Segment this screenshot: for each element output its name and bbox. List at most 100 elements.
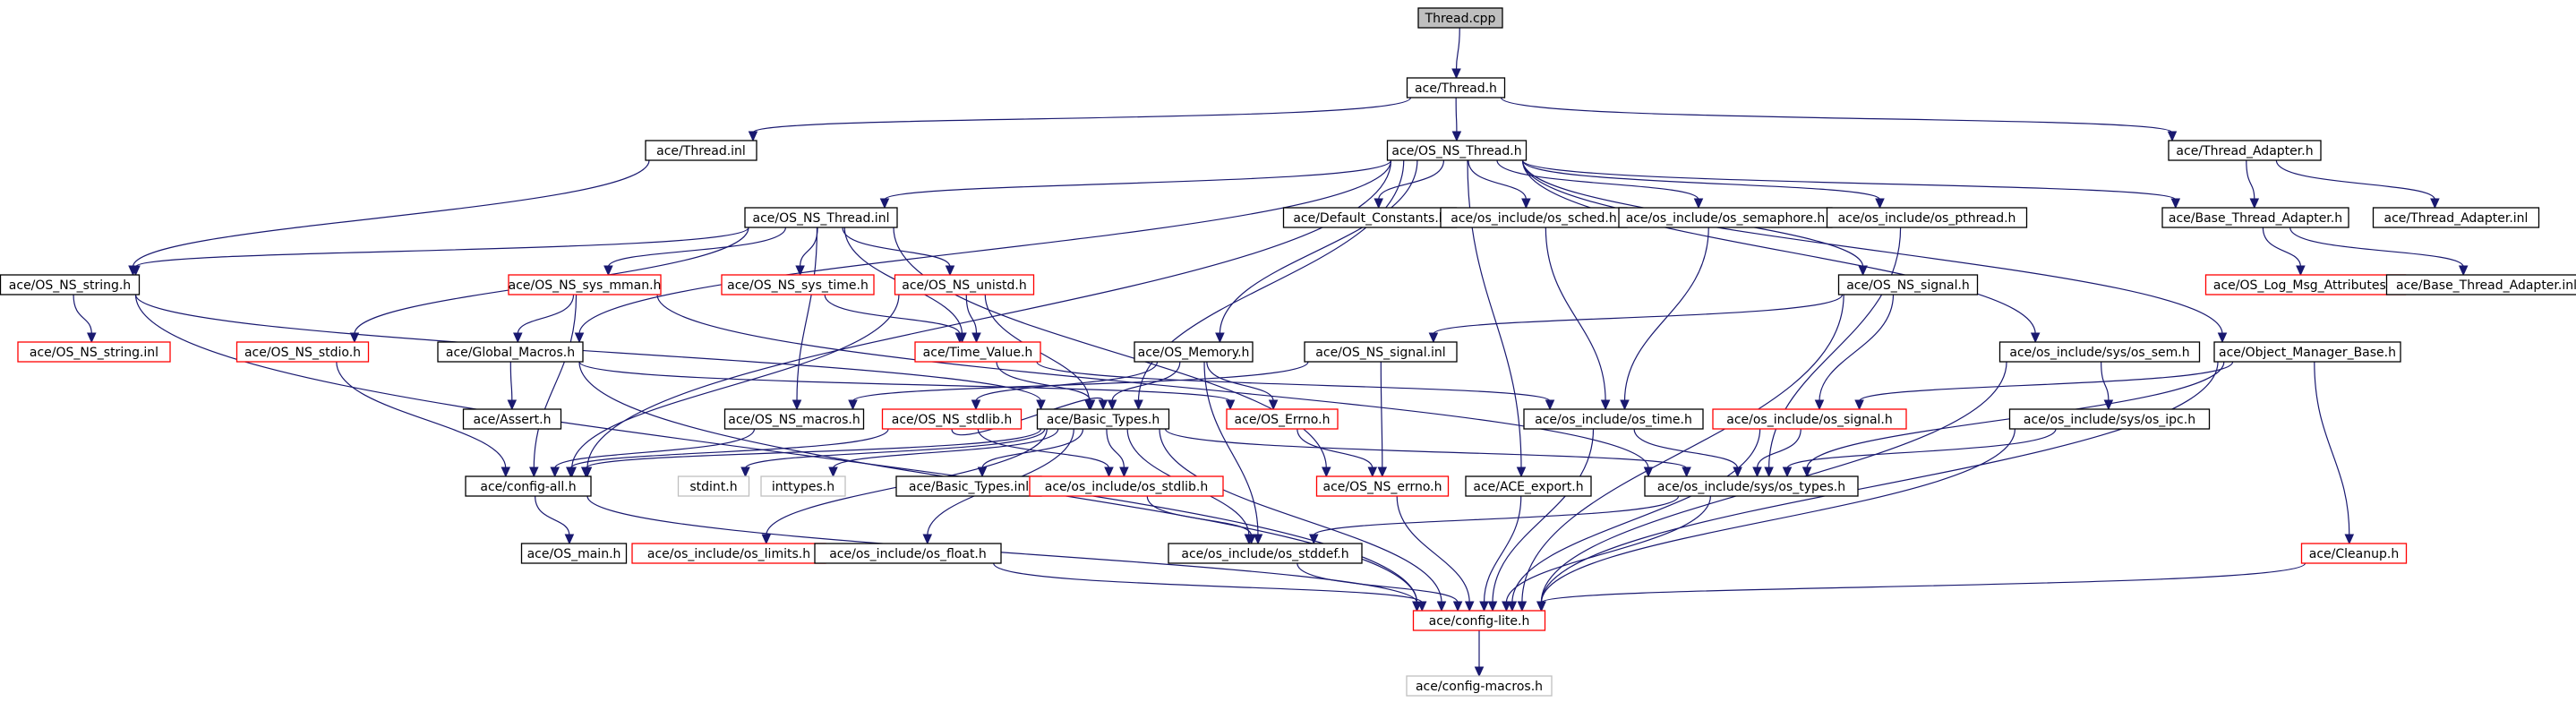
node-os-pthread-h[interactable]: ace/os_include/os_pthread.h: [1826, 207, 2028, 228]
node-os-ns-unistd-h[interactable]: ace/OS_NS_unistd.h: [894, 274, 1035, 295]
edge-arrowhead: [1801, 467, 1812, 478]
node-label: ace/os_include/os_stdlib.h: [1045, 480, 1208, 494]
node-os-limits-h[interactable]: ace/os_include/os_limits.h: [631, 543, 826, 564]
edge-arrowhead: [795, 265, 805, 277]
node-basic-types-h[interactable]: ace/Basic_Types.h: [1036, 408, 1170, 430]
node-os-signal-h[interactable]: ace/os_include/os_signal.h: [1712, 408, 1907, 430]
node-label: ace/OS_NS_sys_time.h: [727, 278, 869, 293]
node-os-sys-ipc-h[interactable]: ace/os_include/sys/os_ipc.h: [2008, 408, 2211, 430]
node-label: ace/OS_NS_stdlib.h: [892, 413, 1013, 427]
edge-line: [571, 294, 900, 469]
node-os-errno-h[interactable]: ace/OS_Errno.h: [1226, 408, 1339, 430]
edge-arrowhead: [1452, 601, 1463, 612]
edge-global-macros-h-to-os-errno-h: [578, 361, 1236, 411]
edge-os-ns-thread-h-to-os-memory-h: [1215, 159, 1418, 344]
node-os-ns-thread-h[interactable]: ace/OS_NS_Thread.h: [1386, 140, 1528, 161]
edge-line: [842, 227, 951, 268]
node-label: ace/OS_main.h: [527, 547, 621, 561]
node-os-ns-signal-h[interactable]: ace/OS_NS_signal.h: [1837, 274, 1979, 295]
node-os-memory-h[interactable]: ace/OS_Memory.h: [1134, 341, 1254, 363]
edge-os-ns-thread-h-to-os-sched-h: [1468, 159, 1531, 210]
node-base-thread-adapter-inl[interactable]: ace/Base_Thread_Adapter.inl: [2385, 274, 2576, 295]
edge-arrowhead: [1098, 399, 1108, 411]
node-box: [1417, 7, 1503, 29]
node-os-sys-sem-h[interactable]: ace/os_include/sys/os_sem.h: [1998, 341, 2201, 363]
node-os-ns-sys-mman-h[interactable]: ace/OS_NS_sys_mman.h: [508, 274, 662, 295]
node-time-value-h[interactable]: ace/Time_Value.h: [914, 341, 1041, 363]
edge-arrowhead: [1507, 601, 1518, 612]
edge-arrowhead: [2167, 131, 2178, 142]
node-basic-types-inl[interactable]: ace/Basic_Types.inl: [895, 475, 1042, 497]
edge-arrowhead: [1225, 399, 1236, 411]
node-stdint-h[interactable]: stdint.h: [677, 475, 750, 497]
node-config-lite-h[interactable]: ace/config-lite.h: [1412, 610, 1546, 631]
node-box: [914, 341, 1041, 363]
edge-arrowhead: [2103, 399, 2114, 411]
edge-line: [977, 428, 1110, 469]
node-os-semaphore-h[interactable]: ace/os_include/os_semaphore.h: [1618, 207, 1833, 228]
node-os-sys-types-h[interactable]: ace/os_include/sys/os_types.h: [1644, 475, 1859, 497]
edge-os-ns-signal-inl-to-os-ns-errno-h: [1377, 361, 1388, 478]
node-os-float-h[interactable]: ace/os_include/os_float.h: [814, 543, 1002, 564]
node-ace-export-h[interactable]: ace/ACE_export.h: [1465, 475, 1592, 497]
edge-arrowhead: [828, 467, 838, 478]
edge-os-ns-unistd-h-to-config-all-h: [567, 294, 900, 478]
node-os-stddef-h[interactable]: ace/os_include/os_stddef.h: [1168, 543, 1363, 564]
edge-arrowhead: [1119, 467, 1129, 478]
node-os-ns-stdio-h[interactable]: ace/OS_NS_stdio.h: [235, 341, 370, 363]
edge-arrowhead: [2030, 332, 2041, 344]
node-os-ns-sys-time-h[interactable]: ace/OS_NS_sys_time.h: [721, 274, 875, 295]
edge-os-ns-thread-inl-to-os-ns-macros-h: [792, 227, 818, 411]
node-os-sched-h[interactable]: ace/os_include/os_sched.h: [1440, 207, 1628, 228]
edge-arrowhead: [1502, 601, 1511, 612]
node-os-time-h[interactable]: ace/os_include/os_time.h: [1523, 408, 1704, 430]
edge-os-pthread-h-to-os-sys-types-h: [1764, 227, 1902, 478]
node-inttypes-h[interactable]: inttypes.h: [760, 475, 846, 497]
node-os-log-msg-attributes-h[interactable]: ace/OS_Log_Msg_Attributes.h: [2204, 274, 2407, 295]
node-label: ace/os_include/os_time.h: [1535, 413, 1692, 427]
node-os-ns-string-inl[interactable]: ace/OS_NS_string.inl: [17, 341, 171, 363]
node-base-thread-adapter-h[interactable]: ace/Base_Thread_Adapter.h: [2161, 207, 2349, 228]
edge-arrowhead: [1377, 467, 1388, 478]
node-config-macros-h[interactable]: ace/config-macros.h: [1406, 675, 1553, 697]
node-thread-cpp[interactable]: Thread.cpp: [1417, 7, 1503, 29]
node-os-ns-macros-h[interactable]: ace/OS_NS_macros.h: [723, 408, 865, 430]
edge-line: [1540, 361, 2219, 604]
node-box: [1226, 408, 1339, 430]
edge-line: [1496, 159, 1699, 201]
node-label: ace/Assert.h: [474, 413, 552, 427]
node-cleanup-h[interactable]: ace/Cleanup.h: [2300, 543, 2408, 564]
edge-os-errno-h-to-os-ns-errno-h: [1297, 428, 1378, 478]
node-thread-adapter-inl[interactable]: ace/Thread_Adapter.inl: [2372, 207, 2540, 228]
node-os-main-h[interactable]: ace/OS_main.h: [520, 543, 628, 564]
node-label: ace/config-lite.h: [1429, 614, 1530, 629]
edge-line: [1137, 159, 1405, 402]
node-box: [1998, 341, 2201, 363]
node-os-ns-string-h[interactable]: ace/OS_NS_string.h: [0, 274, 141, 295]
node-label: Thread.cpp: [1425, 12, 1496, 26]
node-os-ns-signal-inl[interactable]: ace/OS_NS_signal.inl: [1304, 341, 1458, 363]
node-config-all-h[interactable]: ace/config-all.h: [465, 475, 592, 497]
node-os-ns-errno-h[interactable]: ace/OS_NS_errno.h: [1315, 475, 1450, 497]
node-label: ace/Thread_Adapter.inl: [2384, 211, 2529, 226]
node-os-ns-stdlib-h[interactable]: ace/OS_NS_stdlib.h: [881, 408, 1023, 430]
edge-line: [1633, 428, 1739, 469]
node-os-ns-thread-inl[interactable]: ace/OS_NS_Thread.inl: [744, 207, 898, 228]
node-global-macros-h[interactable]: ace/Global_Macros.h: [437, 341, 584, 363]
edge-basic-types-h-to-config-all-h: [580, 428, 1042, 478]
node-thread-inl[interactable]: ace/Thread.inl: [645, 140, 757, 161]
edge-arrowhead: [1487, 601, 1498, 612]
node-object-manager-base-h[interactable]: ace/Object_Manager_Base.h: [2213, 341, 2401, 363]
node-assert-h[interactable]: ace/Assert.h: [462, 408, 562, 430]
edge-line: [336, 361, 507, 469]
node-thread-h[interactable]: ace/Thread.h: [1406, 77, 1506, 98]
edge-arrowhead: [1858, 265, 1868, 277]
edge-arrowhead: [1752, 467, 1762, 478]
edge-os-ns-stdlib-h-to-config-all-h: [566, 428, 889, 478]
node-os-stdlib-h[interactable]: ace/os_include/os_stdlib.h: [1029, 475, 1224, 497]
edge-arrowhead: [1451, 131, 1462, 142]
edge-arrowhead: [1104, 467, 1114, 478]
node-thread-adapter-h[interactable]: ace/Thread_Adapter.h: [2168, 140, 2322, 161]
node-default-constants-h[interactable]: ace/Default_Constants.h: [1282, 207, 1458, 228]
edge-line: [569, 428, 889, 469]
